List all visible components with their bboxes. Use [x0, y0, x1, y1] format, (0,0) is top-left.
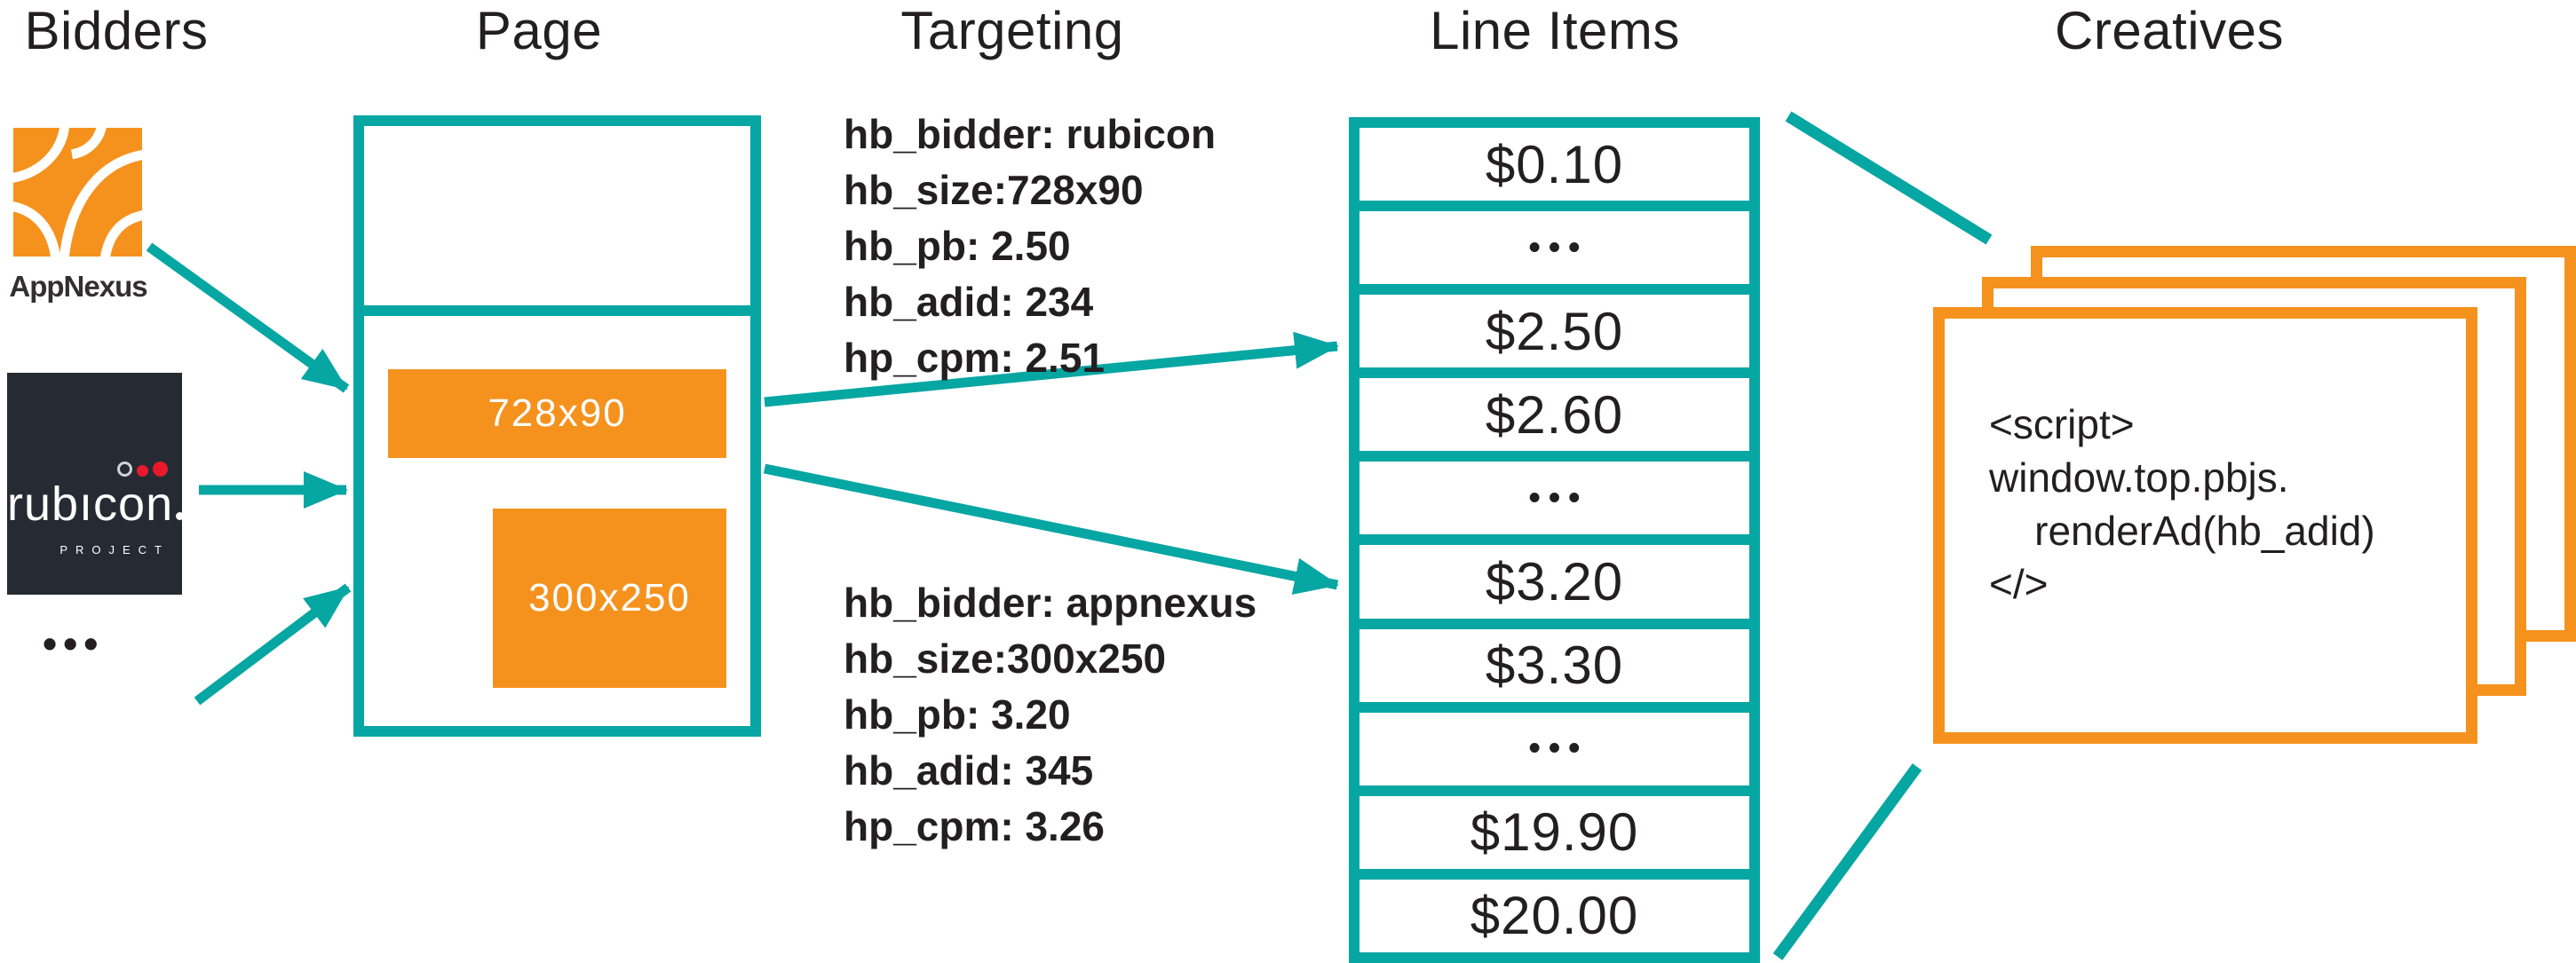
creative-code-snippet: <script> window.top.pbjs. renderAd(hb_adi…	[1989, 398, 2375, 611]
creative-code-line: window.top.pbjs.	[1989, 454, 2289, 501]
line-item-row: •••	[1359, 462, 1749, 535]
creative-card-front	[1933, 307, 2477, 744]
targeting-line: hb_bidder: rubicon	[844, 111, 1217, 157]
arrow-more-to-page	[194, 583, 352, 706]
line-item-row: $3.20	[1359, 545, 1749, 619]
line-item-row: •••	[1359, 712, 1749, 785]
line-item-row: $2.50	[1359, 295, 1749, 368]
rubicon-dot-ring	[117, 462, 132, 477]
targeting-line: hp_cpm: 3.26	[844, 803, 1105, 849]
column-title-targeting: Targeting	[900, 1, 1124, 60]
targeting-block-rubicon: hb_bidder: rubicon hb_size:728x90 hb_pb: 2…	[844, 107, 1216, 386]
more-bidders-ellipsis: •••	[43, 620, 105, 667]
targeting-line: hb_size:300x250	[844, 635, 1167, 682]
targeting-line: hb_size:728x90	[844, 167, 1144, 213]
rubicon-project-text: PROJECT	[59, 543, 170, 556]
line-item-row: $0.10	[1359, 128, 1749, 201]
column-title-creatives: Creatives	[2055, 1, 2284, 60]
column-title-bidders: Bidders	[24, 1, 209, 60]
page-header-divider	[353, 305, 761, 316]
rubicon-logo: rubıcon PROJECT	[7, 373, 185, 595]
rubicon-wordmark: rubıcon	[7, 478, 185, 531]
targeting-line: hb_bidder: appnexus	[844, 580, 1257, 626]
line-item-row: $20.00	[1359, 879, 1749, 952]
line-item-row: $19.90	[1359, 795, 1749, 869]
appnexus-label: AppNexus	[9, 270, 147, 303]
line-item-row: •••	[1359, 211, 1749, 285]
column-title-page: Page	[475, 1, 603, 60]
creative-code-line: </>	[1989, 561, 2049, 607]
targeting-line: hb_adid: 234	[844, 279, 1094, 325]
line-lineitems-bottom-to-creatives	[1772, 763, 1922, 960]
rubicon-dot-small	[137, 465, 148, 477]
line-item-row: $3.30	[1359, 628, 1749, 702]
column-title-line-items: Line Items	[1430, 1, 1680, 60]
targeting-line: hb_pb: 3.20	[844, 691, 1071, 738]
targeting-line: hp_cpm: 2.51	[844, 335, 1105, 381]
creative-code-line: <script>	[1989, 401, 2135, 447]
arrow-page-to-lineitem-250	[764, 331, 1339, 407]
ad-slot-728x90: 728x90	[388, 369, 726, 458]
arrow-page-to-lineitem-320	[763, 463, 1339, 596]
creative-code-line: renderAd(hb_adid)	[1989, 508, 2375, 554]
rubicon-dot-big	[153, 462, 168, 477]
line-item-row: $2.60	[1359, 378, 1749, 452]
rubicon-wordmark-text: rubıcon	[7, 478, 174, 531]
line-lineitems-top-to-creatives	[1785, 111, 1993, 245]
arrow-appnexus-to-page	[146, 242, 350, 393]
appnexus-logo: AppNexus	[8, 122, 148, 314]
rubicon-period-dot	[176, 512, 185, 520]
appnexus-mark-icon	[8, 122, 147, 261]
line-items-table: $0.10 ••• $2.50 $2.60 ••• $3.20 $3.30 ••• $19.90…	[1349, 117, 1760, 963]
rubicon-dots-icon	[117, 462, 168, 477]
targeting-line: hb_pb: 2.50	[844, 223, 1071, 269]
ad-slot-300x250: 300x250	[493, 509, 726, 688]
targeting-block-appnexus: hb_bidder: appnexus hb_size:300x250 hb_pb:…	[844, 575, 1256, 855]
targeting-line: hb_adid: 345	[844, 747, 1094, 793]
